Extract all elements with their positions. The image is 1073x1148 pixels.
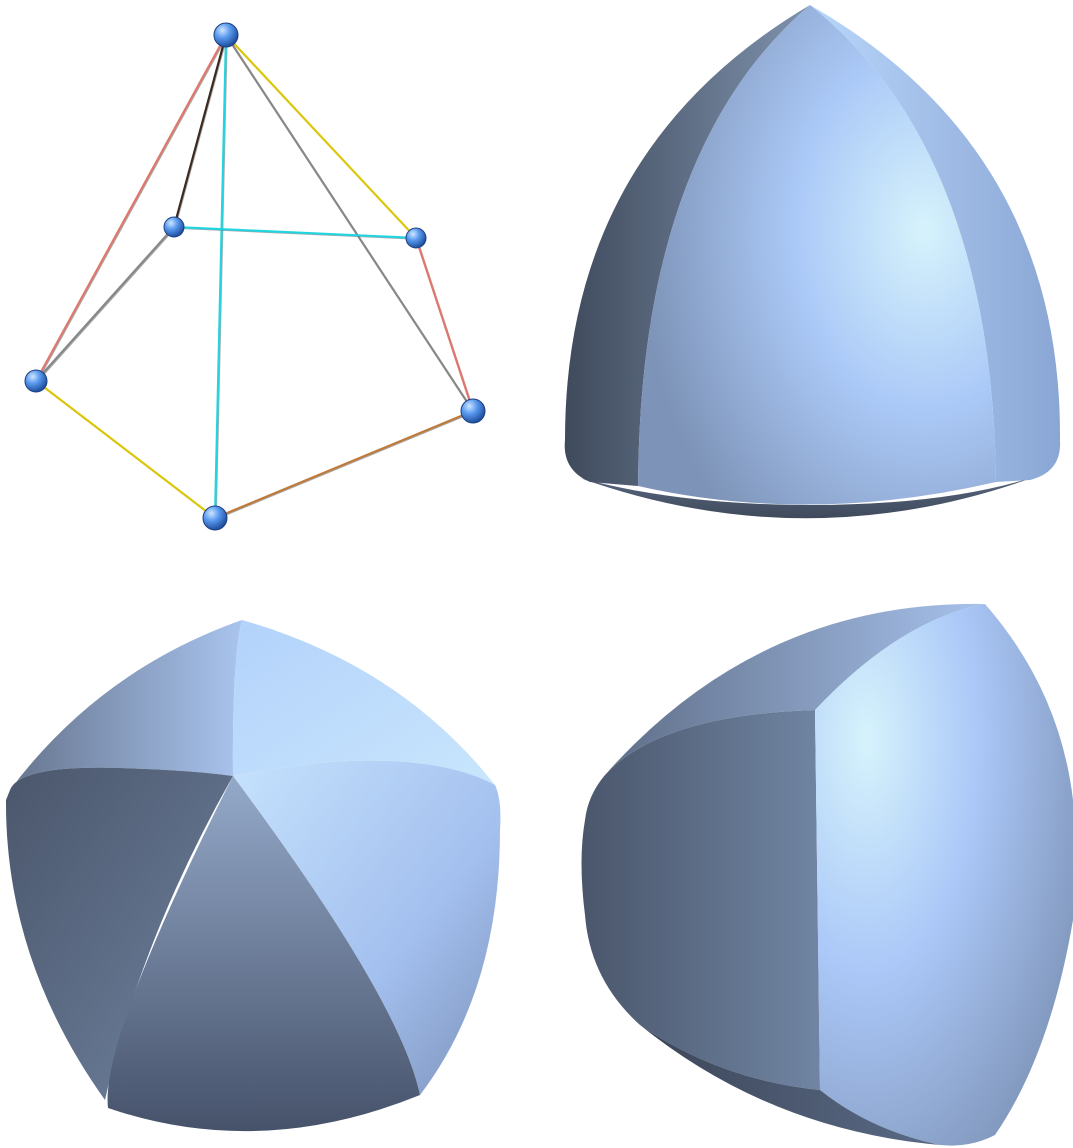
wire-edge-3 <box>225 34 417 239</box>
solid-top-left-face <box>5 767 233 1100</box>
wire-edge-8 <box>35 380 216 519</box>
wire-vertex-3 <box>24 369 48 393</box>
wire-edge-7 <box>414 237 475 412</box>
wire-edge-4 <box>225 34 474 412</box>
solid-side-top-face <box>605 603 985 775</box>
solid-top-rendering <box>5 620 501 1132</box>
solid-top-right-face <box>233 760 501 1095</box>
solid-front-right-face <box>810 5 1061 482</box>
wire-edge-9 <box>214 409 474 520</box>
solid-top-bottom-face <box>107 776 421 1132</box>
solid-front-center-face <box>638 5 996 505</box>
wireframe-graph <box>24 22 486 531</box>
wire-edge-shadow <box>36 227 176 383</box>
solid-front-panel <box>540 0 1073 560</box>
wire-edge-shadow <box>215 411 475 520</box>
solid-top-upper-right-face <box>232 620 495 785</box>
wireframe-panel <box>0 0 540 560</box>
solid-top-upper-left-face <box>10 620 242 790</box>
wire-edge-shadow <box>36 35 228 383</box>
wire-vertex-1 <box>163 216 185 238</box>
solid-front-rendering <box>564 5 1061 519</box>
solid-top-panel <box>0 580 540 1148</box>
wire-vertex-4 <box>460 398 486 424</box>
solid-side-rendering <box>581 603 1073 1146</box>
wire-edge-2 <box>213 34 228 519</box>
wire-vertex-5 <box>202 505 228 531</box>
solid-front-left-face <box>564 5 810 486</box>
solid-side-left-face <box>581 710 820 1090</box>
wire-edge-shadow <box>174 35 228 229</box>
wire-vertex-0 <box>213 22 239 48</box>
wire-edge-6 <box>35 226 175 382</box>
solid-front-base <box>580 475 1040 519</box>
wire-edge-1 <box>172 34 228 228</box>
wire-edge-5 <box>173 225 417 240</box>
solid-side-panel <box>540 580 1073 1148</box>
wire-edge-0 <box>35 34 227 382</box>
solid-side-right-face <box>815 604 1073 1146</box>
wire-vertex-2 <box>405 227 427 249</box>
